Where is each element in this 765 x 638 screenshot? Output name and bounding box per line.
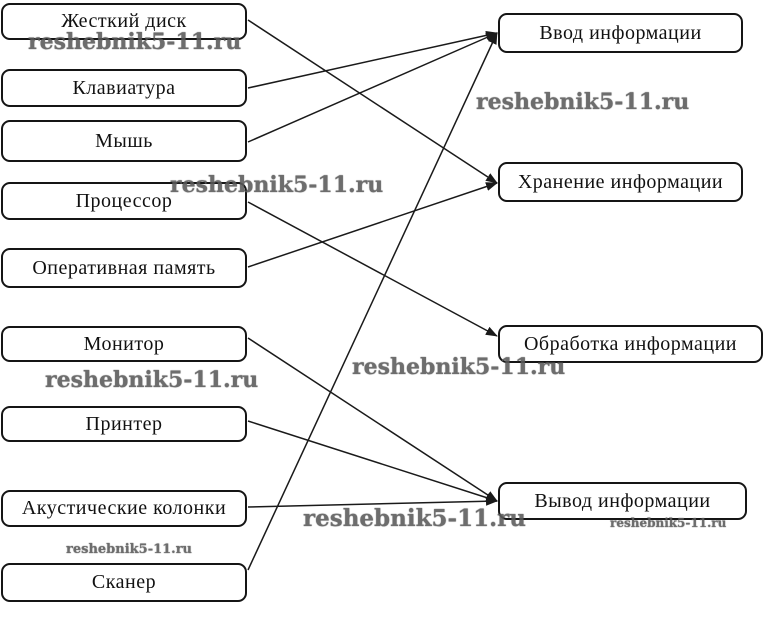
watermark-text: reshebnik5-11.ru <box>303 505 526 532</box>
edge-scanner-input <box>247 32 498 571</box>
node-label-printer: Принтер <box>85 412 163 435</box>
node-label-keyboard: Клавиатура <box>72 76 176 99</box>
edge-ram-storage <box>247 182 498 268</box>
watermark-text: reshebnik5-11.ru <box>476 89 690 115</box>
node-label-processing: Обработка информации <box>523 332 737 355</box>
watermark-text: reshebnik5-11.ru <box>28 29 242 55</box>
node-printer: Принтер <box>1 406 247 442</box>
edge-monitor-output <box>247 337 498 502</box>
edge-hdd-storage <box>247 19 498 184</box>
node-label-cpu: Процессор <box>75 189 173 212</box>
node-label-ram: Оперативная память <box>32 256 216 279</box>
node-output: Вывод информации <box>498 482 747 520</box>
node-label-speakers: Акустические колонки <box>21 497 227 519</box>
node-label-hdd: Жесткий диск <box>61 10 187 32</box>
node-label-mouse: Мышь <box>95 129 153 152</box>
node-monitor: Монитор <box>1 326 247 362</box>
edge-keyboard-input <box>247 30 498 89</box>
watermark-text: reshebnik5-11.ru <box>170 172 384 198</box>
node-scanner: Сканер <box>1 563 247 602</box>
node-label-output: Вывод информации <box>534 489 711 512</box>
node-cpu: Процессор <box>1 182 247 220</box>
watermark-text: reshebnik5-11.ru <box>66 542 193 557</box>
node-hdd: Жесткий диск <box>1 3 247 40</box>
node-mouse: Мышь <box>1 120 247 162</box>
watermark-text: reshebnik5-11.ru <box>352 354 566 380</box>
node-processing: Обработка информации <box>498 325 763 363</box>
node-label-scanner: Сканер <box>91 571 157 593</box>
edge-mouse-input <box>247 32 498 143</box>
edge-cpu-processing <box>247 201 498 337</box>
node-ram: Оперативная память <box>1 248 247 288</box>
node-input: Ввод информации <box>498 13 743 53</box>
node-keyboard: Клавиатура <box>1 69 247 107</box>
node-speakers: Акустические колонки <box>1 490 247 527</box>
watermark-text: reshebnik5-11.ru <box>45 367 259 393</box>
node-label-input: Ввод информации <box>539 21 702 44</box>
watermark-text: reshebnik5-11.ru <box>610 516 727 530</box>
edge-printer-output <box>247 420 498 502</box>
edge-speakers-output <box>247 496 498 508</box>
node-label-storage: Хранение информации <box>517 170 724 193</box>
node-storage: Хранение информации <box>498 162 743 202</box>
node-label-monitor: Монитор <box>83 332 165 355</box>
